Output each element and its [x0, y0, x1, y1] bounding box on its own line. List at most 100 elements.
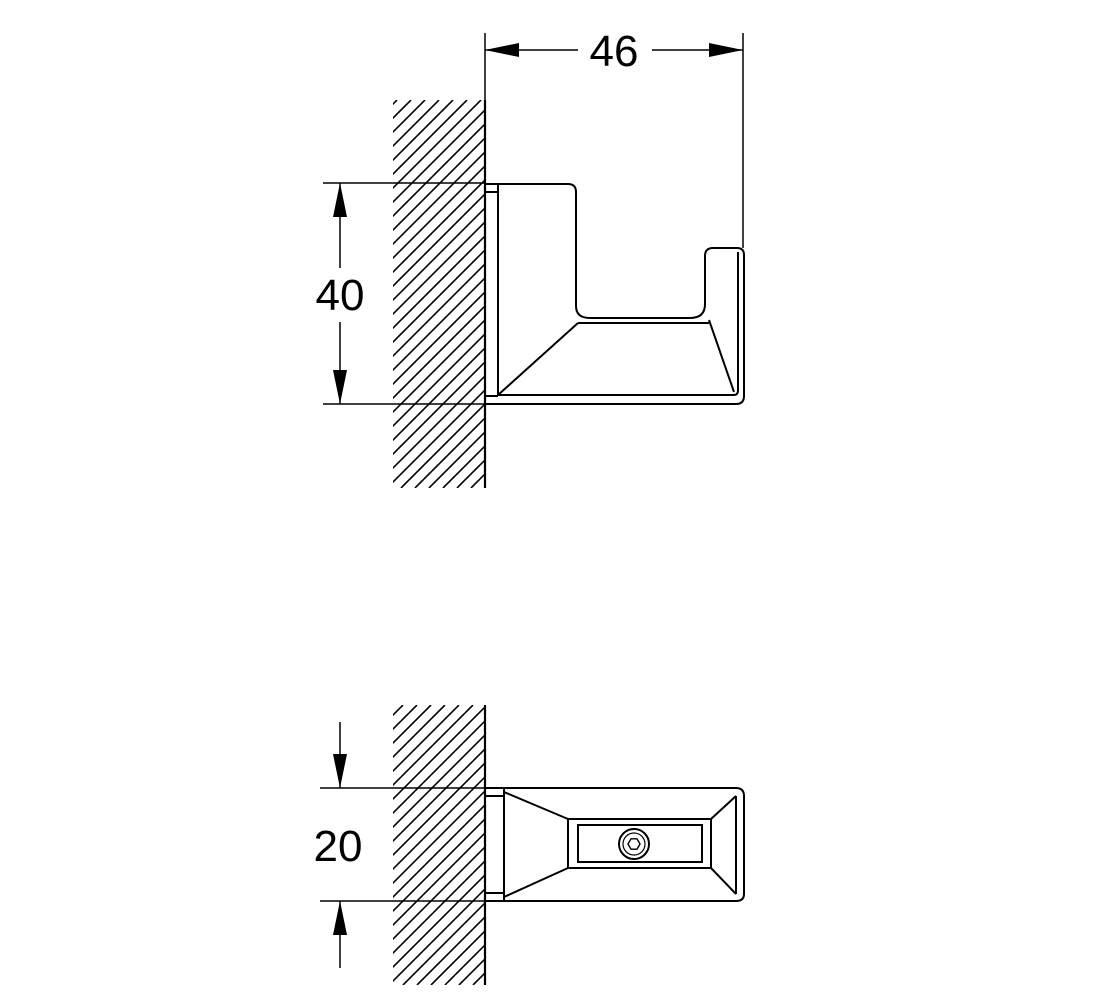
hatch-line [393, 262, 485, 358]
hatch-line [430, 929, 485, 985]
hatch-line [442, 444, 485, 488]
hatch-line [393, 248, 485, 344]
hatch-line [583, 100, 971, 488]
hatch-line [393, 859, 485, 955]
hatch-line [393, 705, 432, 745]
arrowhead-left [485, 43, 519, 57]
hatch-line [393, 290, 485, 386]
hatch-line [393, 887, 485, 983]
hatch-line [667, 100, 1055, 488]
hatch-line [653, 100, 1041, 488]
hatch-line [393, 789, 485, 885]
hatch-line [393, 100, 482, 190]
wall-hatching-top [53, 705, 1075, 985]
hatch-line [393, 719, 485, 815]
hatch-line [416, 915, 485, 985]
hatch-line [513, 100, 901, 488]
hatch-line [400, 402, 485, 488]
hatch-line [641, 705, 921, 985]
hatch-line [711, 705, 991, 985]
dimension-width: 20 [314, 722, 485, 968]
arrowhead-down [333, 370, 347, 404]
hatch-line [807, 100, 1100, 488]
hatch-line [393, 845, 485, 941]
hatch-line [53, 705, 333, 985]
side-view: 46 40 [0, 27, 1100, 488]
hatch-line [393, 817, 485, 913]
hatch-line [821, 100, 1100, 488]
hatch-line [0, 100, 369, 488]
hatch-line [697, 705, 977, 985]
hatch-line [541, 100, 929, 488]
hook-top-profile [485, 787, 745, 902]
hatch-line [555, 100, 943, 488]
dimension-height-label: 40 [316, 271, 365, 320]
hatch-line [795, 705, 1075, 985]
hatch-line [393, 178, 485, 274]
hatch-line [428, 430, 485, 488]
hatch-line [739, 705, 1019, 985]
hatch-line [751, 100, 1100, 488]
hatch-line [753, 705, 1033, 985]
hatch-line [611, 100, 999, 488]
hatch-line [393, 100, 440, 148]
hatch-line [393, 318, 485, 414]
hatch-line [393, 100, 454, 162]
hatch-line [393, 705, 460, 773]
hatch-line [599, 705, 879, 985]
arrowhead-down [333, 754, 347, 788]
top-view: 20 [53, 705, 1075, 985]
hex-screw-icon [618, 828, 650, 860]
hatch-line [625, 100, 1013, 488]
arrowhead-right [709, 43, 743, 57]
hatch-line [793, 100, 1100, 488]
hatch-line [444, 943, 485, 985]
hatch-line [393, 206, 485, 302]
hatch-line [527, 100, 915, 488]
hatch-line [393, 150, 485, 246]
arrowhead-up [333, 183, 347, 217]
hatch-line [723, 100, 1100, 488]
hatch-line [597, 100, 985, 488]
hook-side-profile [485, 183, 745, 405]
hatch-line [835, 100, 1100, 488]
hatch-line [905, 100, 1100, 488]
hatch-line [627, 705, 907, 985]
hatch-line [393, 100, 426, 134]
hatch-line [393, 192, 485, 288]
hatch-line [569, 100, 957, 488]
hatch-line [484, 486, 485, 488]
hatch-line [585, 705, 865, 985]
hatch-line [849, 100, 1100, 488]
hatch-line [393, 775, 485, 871]
hatch-line [725, 705, 1005, 985]
hatch-line [683, 705, 963, 985]
hatch-line [393, 374, 485, 470]
hatch-line [402, 901, 485, 985]
hatch-line [393, 705, 446, 759]
hatch-line [487, 705, 767, 985]
hatch-line [709, 100, 1097, 488]
hatch-line [877, 100, 1100, 488]
hatch-line [543, 705, 823, 985]
hatch-line [501, 705, 781, 985]
hatch-line [695, 100, 1083, 488]
hatch-line [393, 100, 468, 176]
hatch-line [393, 108, 485, 204]
wall-hatching-side [0, 100, 1100, 488]
hatch-line [393, 873, 485, 969]
hatch-line [393, 234, 485, 330]
hatch-line [67, 705, 347, 985]
hatch-line [765, 100, 1100, 488]
arrowhead-up [333, 901, 347, 935]
hatch-line [499, 100, 887, 488]
hatch-line [0, 100, 355, 488]
dimension-depth: 46 [484, 27, 744, 248]
hatch-line [470, 472, 485, 488]
hatch-line [515, 705, 795, 985]
hatch-line [681, 100, 1069, 488]
hatch-line [393, 803, 485, 899]
hatch-line [393, 733, 485, 829]
hatch-line [393, 346, 485, 442]
